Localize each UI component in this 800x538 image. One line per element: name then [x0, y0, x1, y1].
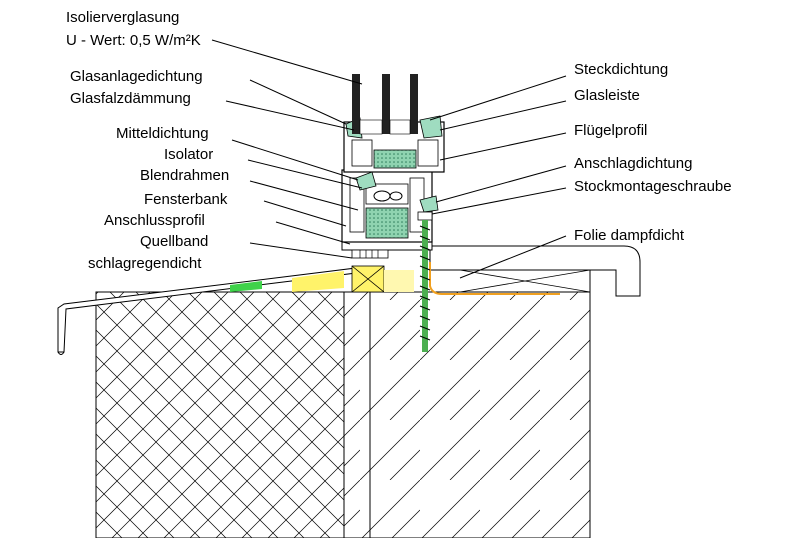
sill-band-green: [230, 281, 262, 292]
quellband-inner: [384, 270, 414, 292]
label-mitteldichtung: Mitteldichtung: [116, 125, 209, 142]
label-fluegelprofil: Flügelprofil: [574, 122, 647, 139]
label-schlagregendicht: schlagregendicht: [88, 255, 202, 272]
label-quellband: Quellband: [140, 233, 208, 250]
label-anschlussprofil: Anschlussprofil: [104, 212, 205, 229]
gasket-right: [419, 115, 443, 139]
vapour-barrier-foil: [429, 262, 560, 295]
label-glasanlagedichtung: Glasanlagedichtung: [70, 68, 203, 85]
label-glasleiste: Glasleiste: [574, 87, 640, 104]
middle-gasket: [355, 171, 377, 191]
glass-pane-3: [410, 74, 418, 134]
glass-pane-1: [352, 74, 360, 134]
label-folie-dampfdicht: Folie dampfdicht: [574, 227, 685, 244]
sill-band-yellow: [292, 271, 344, 292]
interior-window-board: [429, 245, 641, 297]
frame-insulation: [365, 207, 409, 239]
label-steckdichtung: Steckdichtung: [574, 61, 668, 78]
mounting-screw: [351, 249, 389, 259]
sash-insulation: [373, 149, 417, 169]
label-isolator: Isolator: [164, 146, 213, 163]
label-fensterbank: Fensterbank: [144, 191, 228, 208]
label-u-wert: U - Wert: 0,5 W/m²K: [66, 32, 201, 49]
leader-lines-left: [211, 39, 363, 259]
masonry-block: [343, 291, 591, 538]
insulation-block: [95, 291, 345, 538]
label-stockmontageschraube: Stockmontageschraube: [574, 178, 732, 195]
label-anschlagdichtung: Anschlagdichtung: [574, 155, 692, 172]
label-glasfalzdaemmung: Glasfalzdämmung: [70, 90, 191, 107]
label-blendrahmen: Blendrahmen: [140, 167, 229, 184]
leader-lines-right: [429, 75, 567, 279]
label-isolierverglasung: Isolierverglasung: [66, 9, 179, 26]
stop-gasket: [419, 195, 439, 213]
glass-pane-2: [382, 74, 390, 134]
